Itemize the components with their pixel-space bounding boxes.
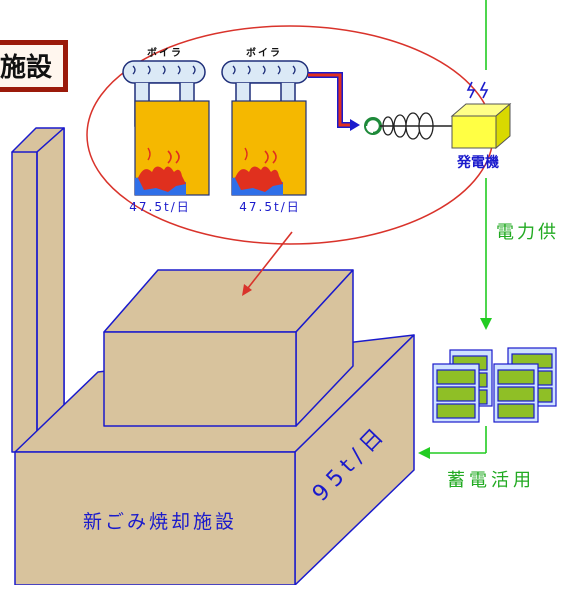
generator-label: 発電機 [456, 154, 499, 171]
storage-label: 蓄電活用 [447, 470, 535, 491]
facility-name: 新ごみ焼却施設 [83, 511, 237, 533]
boiler-capacity: 47.5t/日 [239, 200, 300, 214]
boiler-capacity: 47.5t/日 [129, 200, 190, 214]
boiler-label: ボイラ [246, 46, 282, 59]
power-supply-label: 電力供 [496, 222, 559, 243]
header-sign-text: 施設 [0, 52, 53, 83]
boiler-label: ボイラ [147, 46, 183, 59]
battery-bank [432, 347, 557, 423]
battery-block [432, 363, 480, 423]
zoom-pointer-arrow [242, 231, 293, 296]
boiler-unit-2: ボイラ 47.5t/日 [221, 46, 309, 214]
steam-pipe-arrow [308, 72, 360, 131]
chimney [11, 127, 65, 453]
battery-block [493, 363, 539, 423]
lightning-icon [466, 81, 489, 99]
header-sign: 施設 [0, 40, 68, 92]
turbine-icon [364, 112, 452, 140]
building [11, 127, 415, 586]
storage-arrow [418, 426, 487, 459]
generator-icon [450, 102, 512, 150]
upper-block [103, 269, 354, 427]
power-supply-arrow [480, 178, 492, 330]
boiler-unit-1: ボイラ 47.5t/日 [122, 46, 210, 214]
